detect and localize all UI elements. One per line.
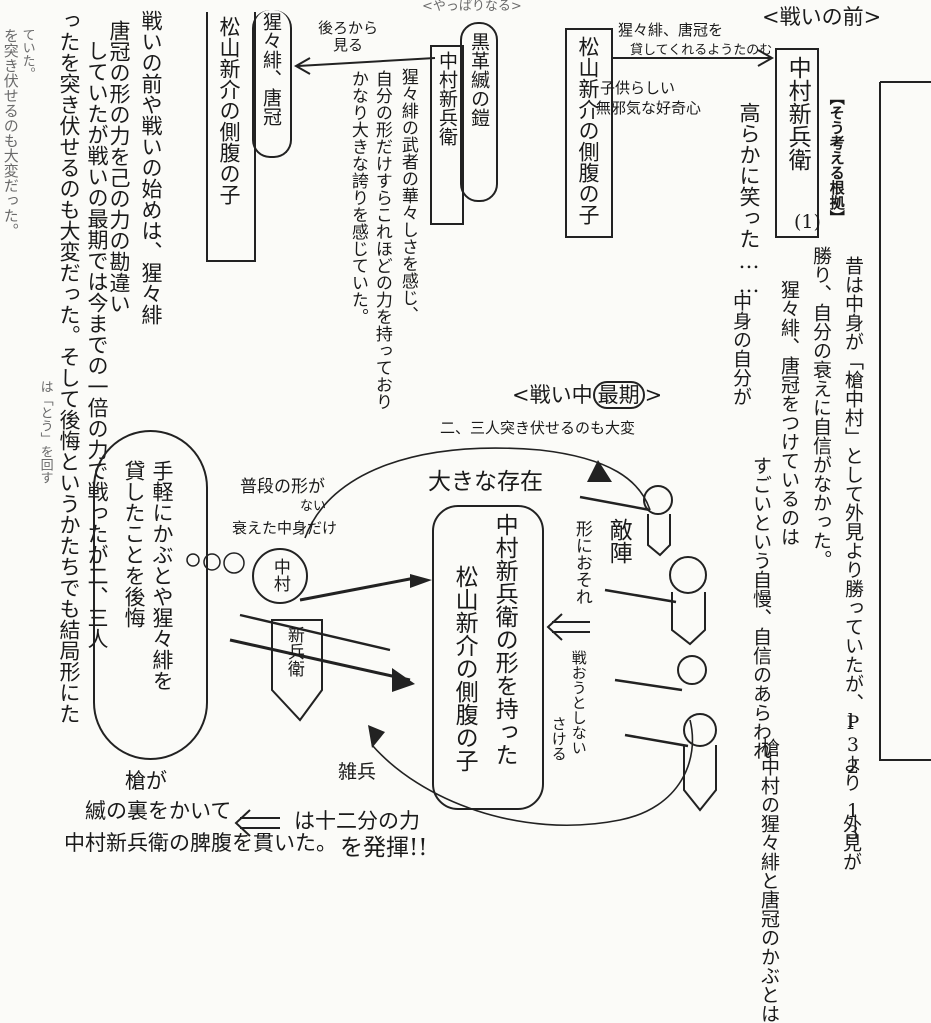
basis-bracket-note: (1) xyxy=(794,211,821,233)
laugh-text: 高らかに笑った…… xyxy=(737,102,762,297)
basis-col-5: 槍中村の猩々緋と唐冠のかぶとは xyxy=(757,738,780,1023)
center-desc-col-3: かなり大きな誇りを感じていた。 xyxy=(347,70,368,325)
reason-col-1: 中身の自分が xyxy=(729,292,752,406)
fear-label: 形におそれ xyxy=(571,520,592,605)
battle-header-circled: 最期 xyxy=(592,381,645,409)
top-partial-text: <やっぱりなる> xyxy=(422,0,522,14)
childlike-label-2: 無邪気な好奇心 xyxy=(596,99,702,117)
left-note-col-4: ったを突き伏せるのも大変だった。そして後悔というかたちでも結局形にた xyxy=(57,10,82,724)
usual-label-3: 衰えた中身だけ xyxy=(232,519,338,537)
item-label-left: 猩々緋、唐冠 xyxy=(259,12,282,126)
battle-note-top: 二、三人突き伏せるのも大変 xyxy=(440,419,636,437)
basis-title: 【そう考える根拠】 xyxy=(827,90,846,225)
center-desc-col-2: 自分の形だけすらこれほどの力を持っており xyxy=(371,70,392,410)
battle-header-end: > xyxy=(644,383,663,407)
left-note-col-3: していたが戦いの最期では今までの一倍の力で戦ったが二、三人 xyxy=(85,40,110,649)
battle-header-start: <戦い中 xyxy=(512,383,593,407)
presence-col-2: 松山新介の側腹の子 xyxy=(451,565,478,772)
look-from-behind-label: 後ろから見る xyxy=(318,19,379,54)
matsuyama-child-label-left: 松山新介の側腹の子 xyxy=(217,16,242,205)
nakamura-thought-bubble: 中村 xyxy=(252,548,308,604)
before-battle-header: <戦いの前> xyxy=(762,5,882,29)
armor-bubble: 黒革縅の鎧 xyxy=(460,22,498,202)
bottom-spear-1: 槍が xyxy=(125,769,167,793)
nakamura-label-center: 中村新兵衛 xyxy=(435,51,458,146)
diagram-lines xyxy=(186,49,931,837)
nakamura-bubble-label: 中村 xyxy=(269,558,290,592)
basis-col-4: 猩々緋、唐冠をつけているのは xyxy=(777,280,800,546)
nakamura-label-right: 中村新兵衛 xyxy=(784,56,811,171)
usual-label-1: 普段の形が xyxy=(240,477,325,497)
regret-line-1: 手軽にかぶとや猩々緋を xyxy=(150,460,175,691)
item-bubble-left: 猩々緋、唐冠 xyxy=(252,10,292,158)
presence-bubble: 中村新兵衛の形を持った 松山新介の側腹の子 xyxy=(432,505,544,810)
bottom-spear-3: 中村新兵衛の脾腹を貫いた。 xyxy=(64,831,337,855)
left-note-col-2: 唐冠の形の力を己の力の勘違い xyxy=(107,20,132,314)
nakamura-figure-label: 新兵衛 xyxy=(283,626,304,677)
basis-col-3: 勝り、自分の衰えに自信がなかった。 xyxy=(809,246,832,569)
left-note-col-1: 戦いの前や戦いの始めは、猩々緋 xyxy=(139,10,164,325)
bottom-spear-2: 縅の裏をかいて xyxy=(85,799,232,823)
basis-col-2: l より 外見が xyxy=(839,710,862,871)
big-presence-label: 大きな存在 xyxy=(428,469,543,495)
request-label-1: 猩々緋、唐冠を xyxy=(618,21,724,39)
reason-col-2: すごいという自慢、自信のあらわれ xyxy=(749,456,772,760)
presence-col-1: 中村新兵衛の形を持った xyxy=(491,513,518,766)
box-nakamura-center: 中村新兵衛 xyxy=(430,45,464,225)
basis-col-1: 昔は中身が「槍中村」として外見より勝っていたが、P32 13 xyxy=(841,256,864,844)
bottom-power-1: は十二分の力 xyxy=(294,809,420,833)
box-matsuyama-child-right: 松山新介の側腹の子 xyxy=(565,28,613,238)
avoid-label: さける xyxy=(549,716,568,761)
box-nakamura-right: 中村新兵衛 xyxy=(775,48,819,238)
zohei-label: 雑兵 xyxy=(338,761,377,783)
childlike-label-1: 子供らしい xyxy=(600,79,676,97)
request-label-2: 貸してくれるようたのむ xyxy=(630,43,773,58)
no-fight-label: 戦おうとしない xyxy=(569,650,588,755)
box-matsuyama-child-left: 松山新介の側腹の子 xyxy=(206,12,256,262)
center-desc-col-1: 猩々緋の武者の華々しさを感じ、 xyxy=(397,68,418,323)
armor-label: 黒革縅の鎧 xyxy=(467,32,490,127)
usual-label-2: ない xyxy=(300,499,327,514)
matsuyama-child-label-right: 松山新介の側腹の子 xyxy=(576,36,601,225)
enemy-camp-label: 敵陣 xyxy=(605,518,632,564)
far-left-note-1: を突き伏せるのも大変だった。 xyxy=(1,28,20,238)
regret-bubble: 手軽にかぶとや猩々緋を 貸したことを後悔 xyxy=(93,430,208,760)
battle-header: <戦い中最期> xyxy=(512,381,663,409)
bottom-power-2: を発揮!! xyxy=(340,835,428,861)
far-left-note-2: ていた。 xyxy=(19,28,35,80)
regret-line-2: 貸したことを後悔 xyxy=(122,460,147,628)
far-left-note-3: は「とう」を回す xyxy=(37,380,53,484)
